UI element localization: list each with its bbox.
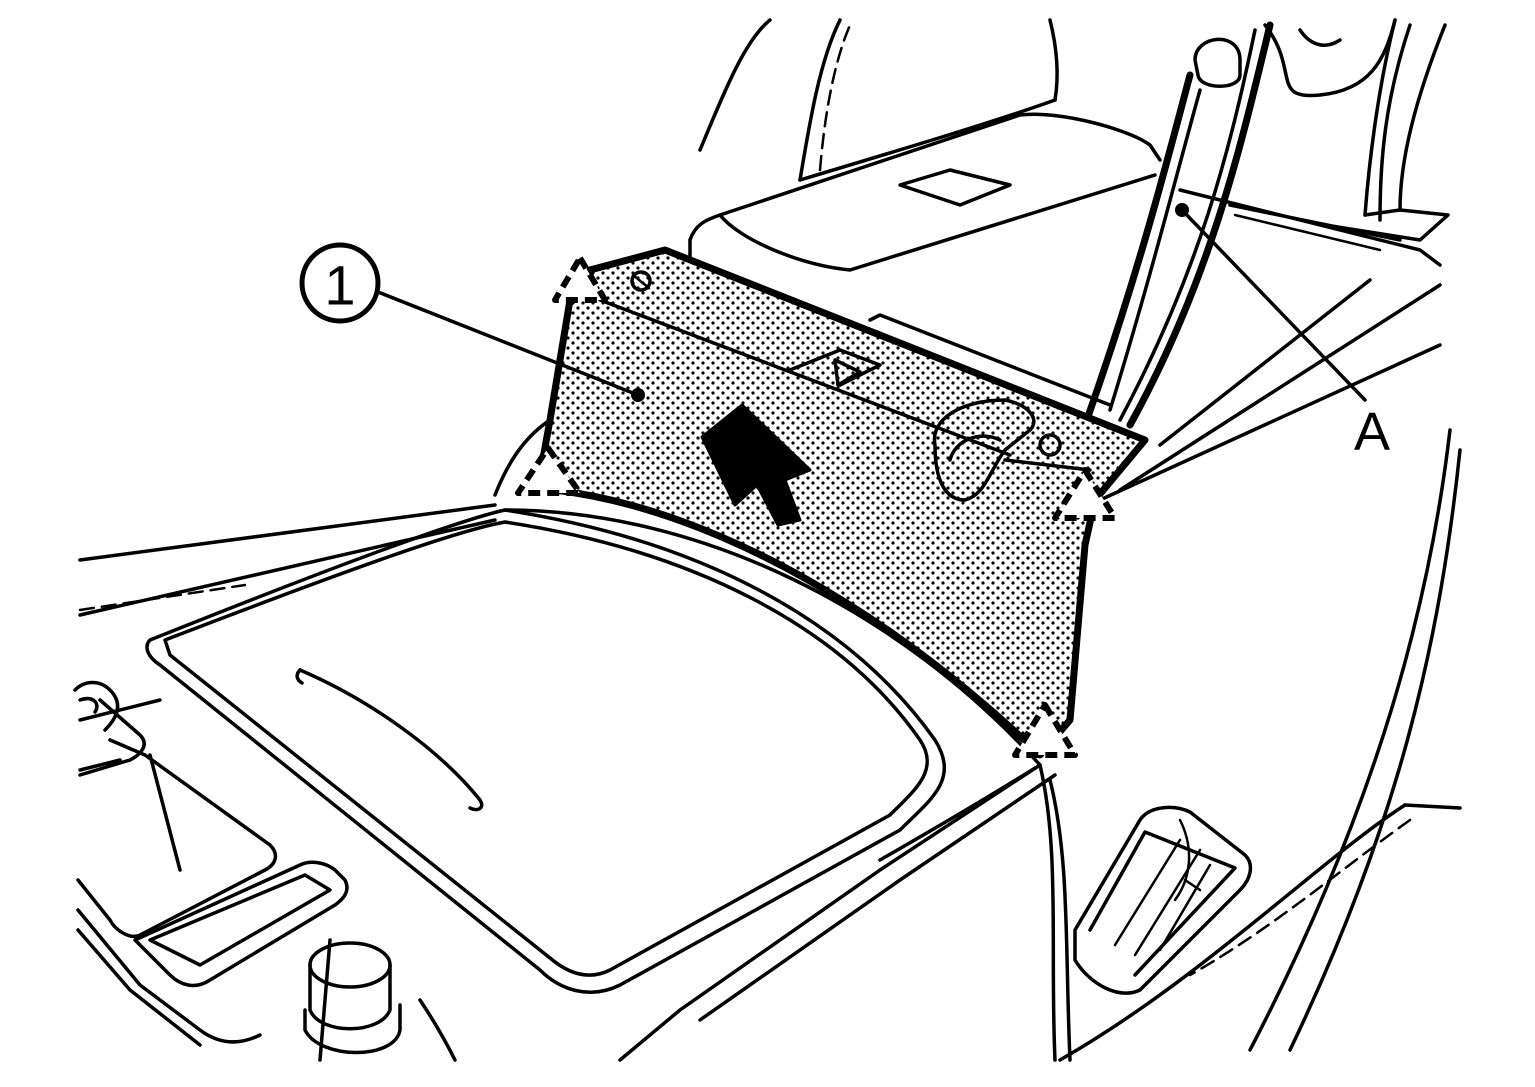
removal-direction-arrow-icon (700, 403, 812, 527)
control-knob (303, 938, 457, 1062)
armrest-lid (688, 112, 1162, 407)
console-rear-finisher (493, 246, 1149, 759)
seat-belt-strap (1081, 21, 1274, 429)
seat-back-outline (698, 18, 1450, 242)
console-side-rails (1058, 188, 1462, 1062)
callout-part-1-label: 1 (324, 254, 355, 317)
clip-triangle-icon (515, 255, 1118, 758)
callout-part-a: A (1175, 203, 1390, 462)
callout-part-1: 1 (299, 242, 645, 402)
callout-part-a-label: A (1354, 402, 1390, 462)
rear-vent (1073, 805, 1253, 995)
switch-panel (73, 680, 349, 1047)
